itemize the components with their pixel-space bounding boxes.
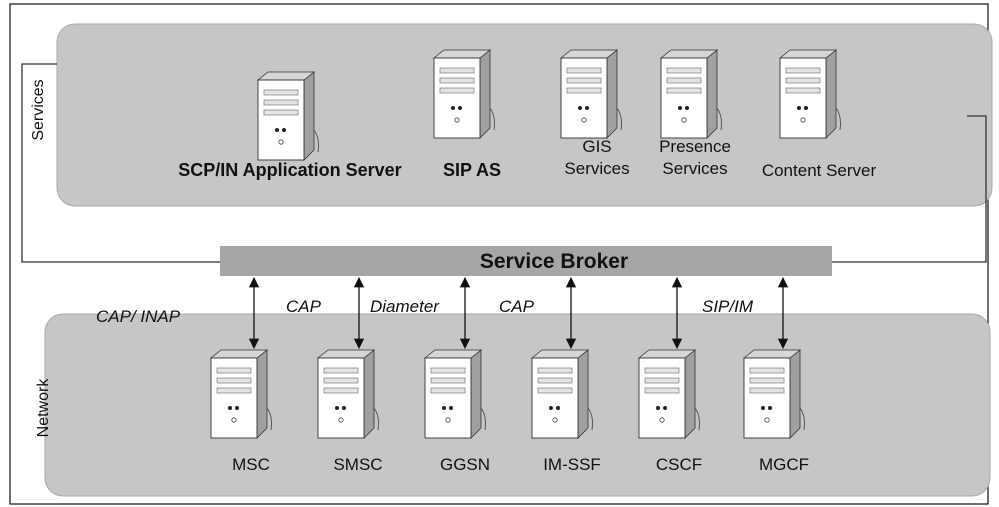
service-server-label: Presence — [659, 137, 731, 156]
protocol-label: CAP — [499, 297, 535, 316]
service-server-label: Content Server — [762, 161, 877, 180]
server-tower-icon — [423, 349, 486, 439]
protocol-label: SIP/IM — [702, 297, 754, 316]
server-tower-icon — [209, 349, 272, 439]
server-tower-icon — [559, 49, 622, 139]
service-server-label: Services — [662, 159, 727, 178]
network-node-label: IM-SSF — [543, 455, 601, 474]
server-tower-icon — [256, 71, 319, 161]
services-side-label: Services — [30, 79, 47, 140]
protocol-labels-group: CAP/ INAP CAP Diameter CAP SIP/IM — [96, 297, 754, 326]
service-server-label: GIS — [582, 137, 611, 156]
service-server-label: SCP/IN Application Server — [178, 160, 401, 180]
network-panel — [44, 313, 991, 497]
service-server-label: SIP AS — [443, 160, 501, 180]
server-tower-icon — [778, 49, 841, 139]
server-tower-icon — [530, 349, 593, 439]
network-node-label: SMSC — [333, 455, 382, 474]
service-server-label: Services — [564, 159, 629, 178]
server-tower-icon — [742, 349, 805, 439]
network-nodes-group: MSC SMSC GGSN IM-SSF CSCF MGCF — [209, 349, 809, 474]
server-tower-icon — [659, 49, 722, 139]
services-bracket-line-right — [832, 115, 987, 263]
server-tower-icon — [637, 349, 700, 439]
protocol-label: CAP/ INAP — [96, 307, 181, 326]
service-servers-group: SCP/IN Application Server SIP AS GIS Servic… — [178, 49, 877, 180]
network-node-label: CSCF — [656, 455, 702, 474]
service-broker-label: Service Broker — [480, 250, 628, 273]
protocol-label: CAP — [286, 297, 322, 316]
protocol-label: Diameter — [370, 297, 440, 316]
network-node-label: MGCF — [759, 455, 809, 474]
server-tower-icon — [316, 349, 379, 439]
services-bracket-line — [21, 63, 220, 263]
services-panel — [56, 23, 993, 207]
service-broker-bar — [220, 246, 832, 276]
server-tower-icon — [432, 49, 495, 139]
network-node-label: GGSN — [440, 455, 490, 474]
network-node-label: MSC — [232, 455, 270, 474]
connector-arrows-group — [248, 276, 789, 350]
network-side-label: Network — [35, 378, 52, 438]
